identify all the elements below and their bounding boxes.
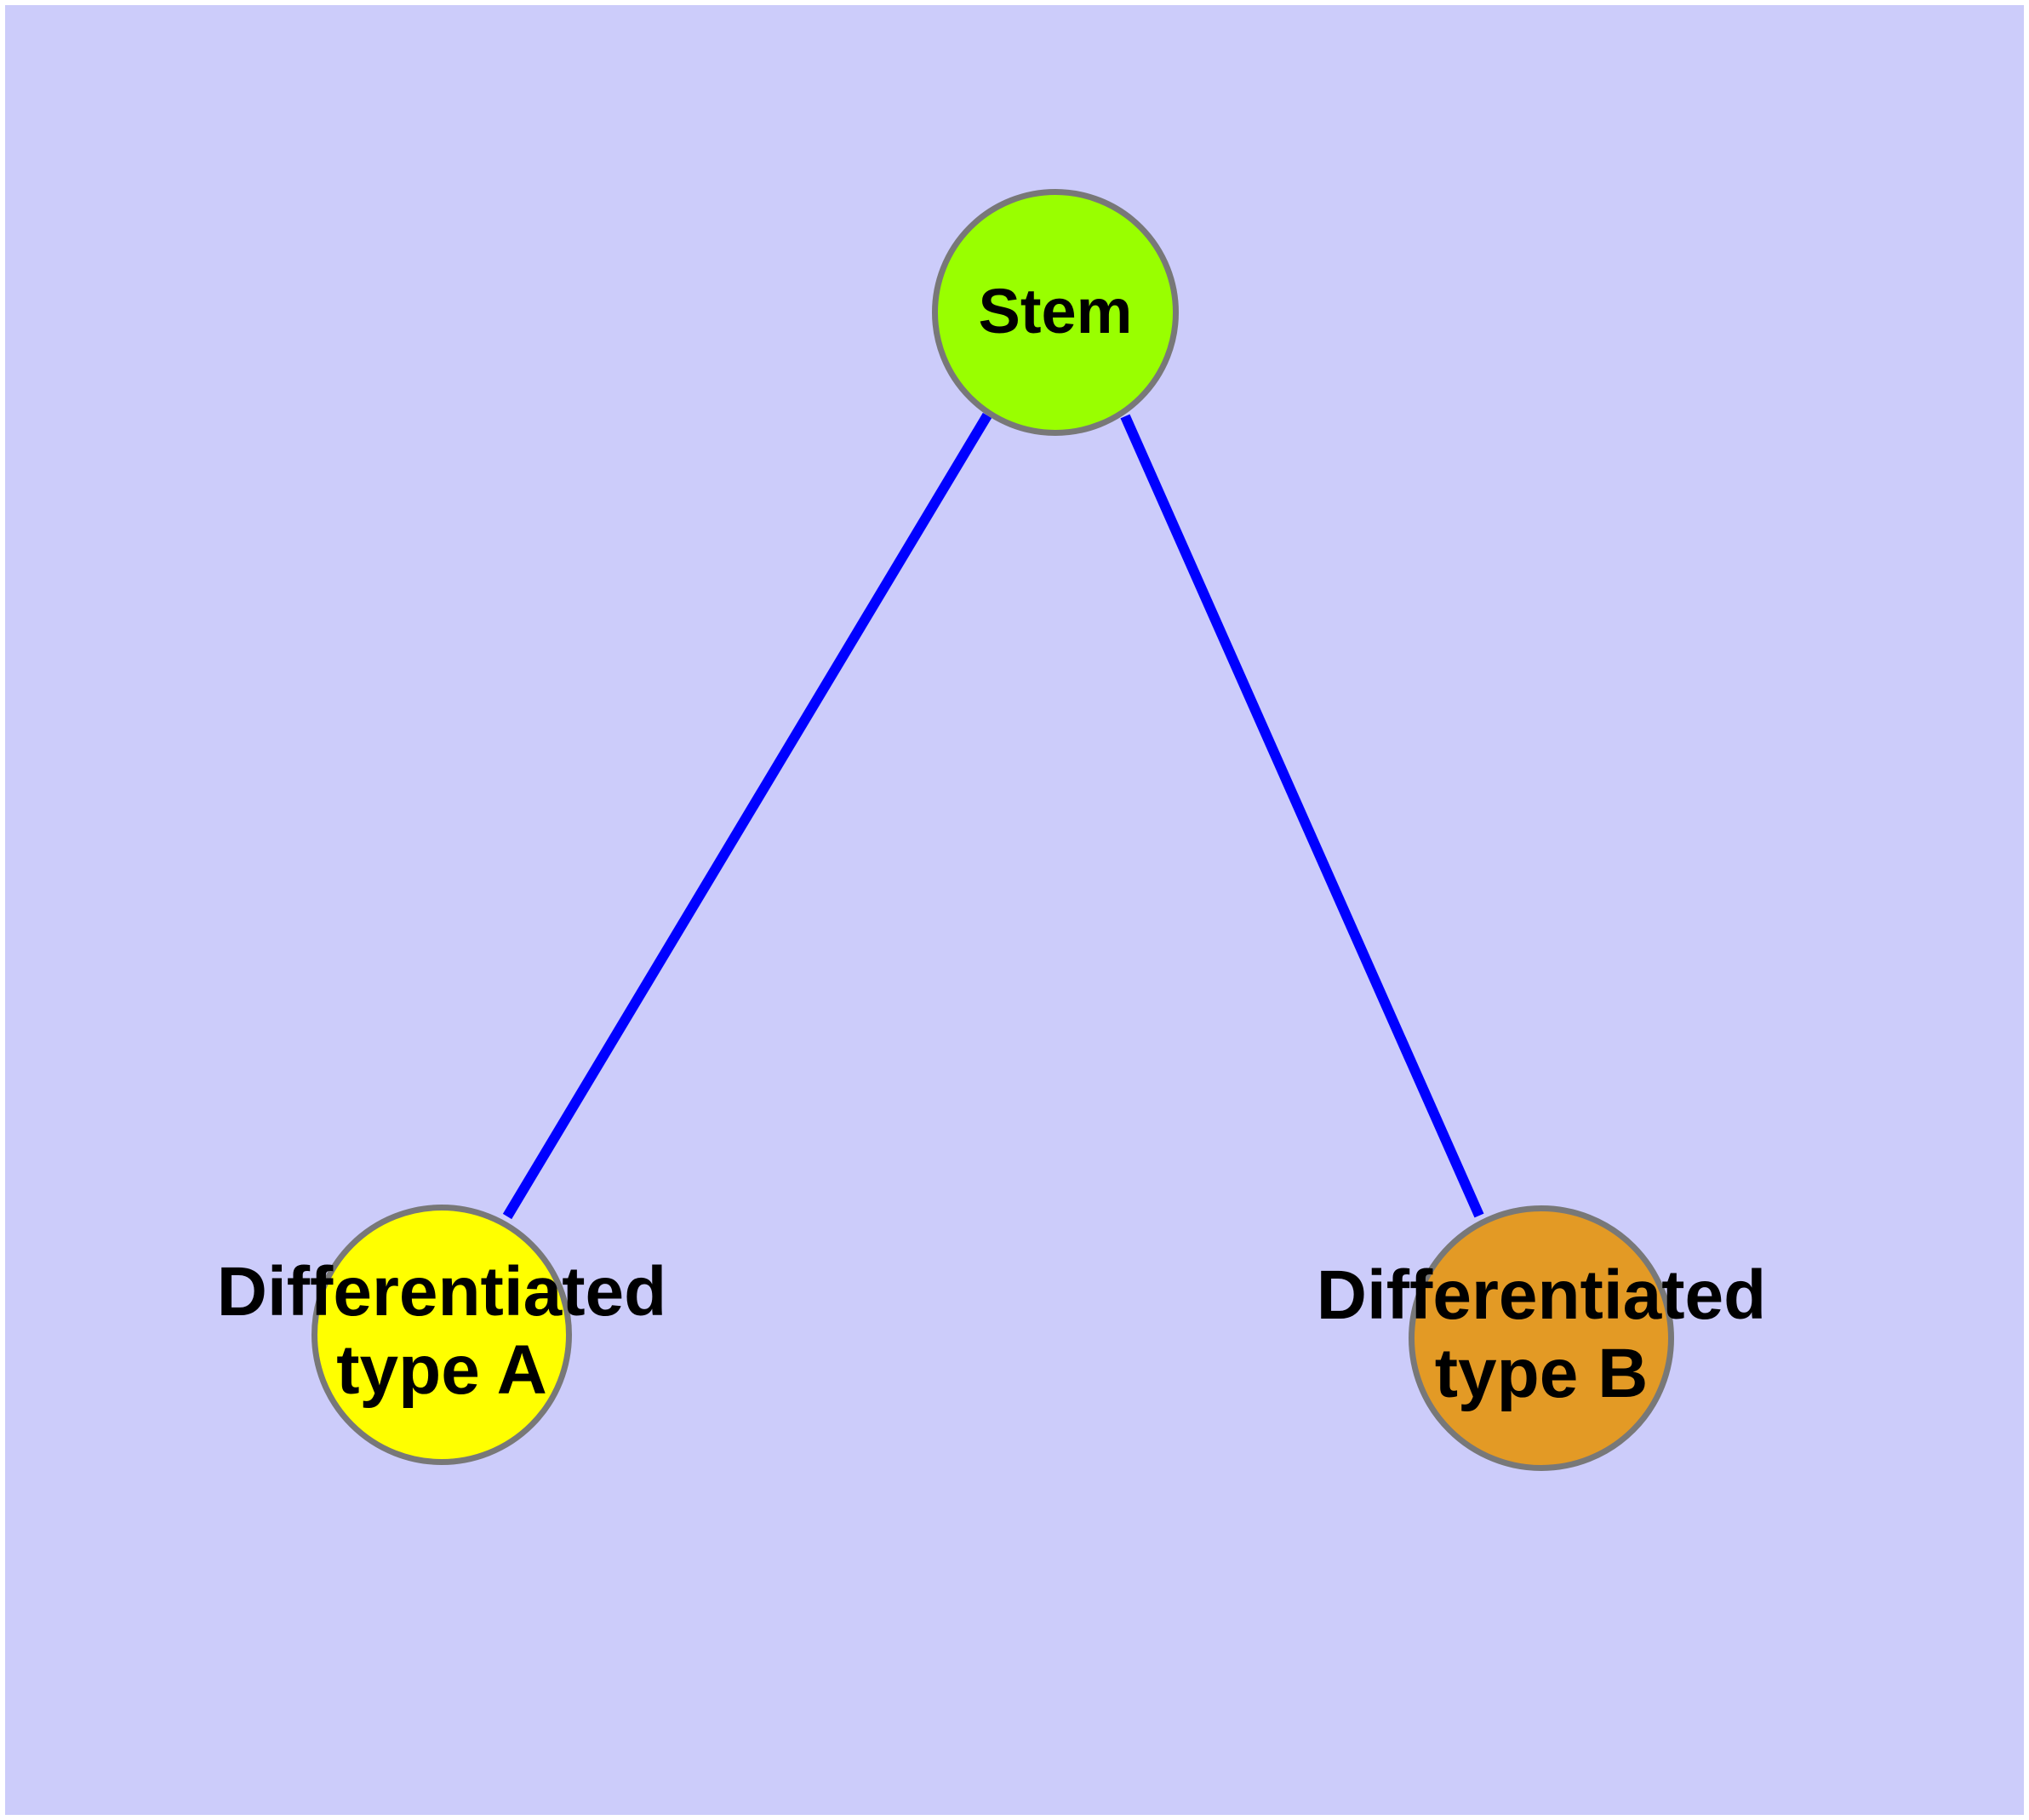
edge-stem-to-differentiated-type-a bbox=[502, 412, 992, 1220]
node-differentiated-type-b[interactable] bbox=[1409, 1205, 1674, 1471]
node-layer bbox=[311, 189, 1674, 1471]
node-stem[interactable] bbox=[932, 189, 1179, 436]
node-differentiated-type-a[interactable] bbox=[311, 1205, 572, 1465]
edge-stem-to-differentiated-type-b bbox=[1120, 414, 1484, 1218]
edge-layer bbox=[502, 412, 1484, 1220]
